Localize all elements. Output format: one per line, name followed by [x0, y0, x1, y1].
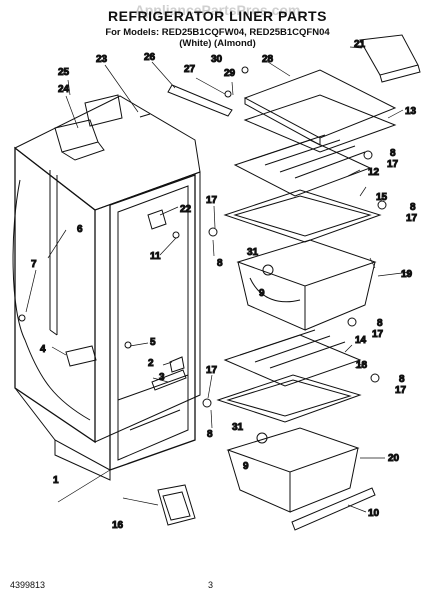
- callout-30: 30: [211, 54, 223, 65]
- callout-3: 3: [159, 372, 165, 383]
- document-code: 4399813: [10, 580, 46, 590]
- callout-15: 15: [376, 192, 388, 203]
- callout-7: 7: [31, 259, 37, 270]
- callout-8b: 8: [410, 202, 416, 213]
- callout-28: 28: [262, 54, 274, 65]
- callout-8c: 8: [217, 258, 223, 269]
- callout-5: 5: [150, 337, 156, 348]
- callout-29: 29: [224, 68, 236, 79]
- liner-cabinet: [12, 95, 201, 481]
- callout-14: 14: [355, 335, 367, 346]
- callout-31a: 31: [247, 247, 259, 258]
- callout-11: 11: [150, 251, 161, 262]
- callout-4: 4: [40, 344, 46, 355]
- callout-17f: 17: [206, 365, 218, 376]
- callout-20: 20: [388, 453, 400, 464]
- callout-1: 1: [53, 475, 59, 486]
- callout-10: 10: [368, 508, 380, 519]
- callout-8e: 8: [399, 374, 405, 385]
- callout-9b: 9: [243, 461, 249, 472]
- callout-17b: 17: [406, 213, 418, 224]
- callout-23: 23: [96, 54, 108, 65]
- trim-strip-10: [291, 487, 376, 531]
- callout-31b: 31: [232, 422, 244, 433]
- callout-18: 18: [356, 360, 368, 371]
- callout-2: 2: [148, 358, 154, 369]
- page-title: REFRIGERATOR LINER PARTS: [108, 8, 327, 24]
- callout-27: 27: [184, 64, 196, 75]
- crisper-cover-top: [243, 34, 421, 146]
- callout-25: 25: [58, 67, 70, 78]
- models-line: For Models: RED25B1CQFW04, RED25B1CQFN04: [105, 27, 330, 38]
- callout-9a: 9: [259, 288, 265, 299]
- colors-line: (White) (Almond): [179, 38, 256, 49]
- callout-26: 26: [144, 52, 156, 63]
- callout-17e: 17: [395, 385, 407, 396]
- crisper-frame-15: [208, 189, 387, 243]
- callout-24: 24: [58, 84, 70, 95]
- callout-22: 22: [180, 204, 192, 215]
- callout-17c: 17: [206, 195, 218, 206]
- watermark-text: AppliancePartsPros.com: [134, 2, 301, 18]
- bracket-16: [157, 484, 196, 526]
- callout-13: 13: [405, 106, 417, 117]
- callout-21: 21: [354, 39, 366, 50]
- callout-8f: 8: [207, 429, 213, 440]
- callout-8a: 8: [390, 148, 396, 159]
- callout-12: 12: [368, 167, 380, 178]
- callout-6: 6: [77, 224, 83, 235]
- callout-19: 19: [401, 269, 413, 280]
- small-parts: [18, 209, 274, 444]
- callout-17a: 17: [387, 159, 399, 170]
- shelf-13: [243, 94, 397, 153]
- shelf-12: [233, 134, 373, 197]
- control-housing: [54, 94, 151, 161]
- crisper-frame-18: [202, 373, 380, 423]
- callout-17d: 17: [372, 329, 384, 340]
- page-number: 3: [208, 580, 214, 590]
- crisper-drawer-19: [236, 239, 377, 331]
- crisper-drawer-20: [226, 427, 360, 513]
- callout-8d: 8: [377, 318, 383, 329]
- shelf-14: [223, 317, 362, 387]
- leader-lines: [25, 46, 411, 513]
- upper-rail: [167, 66, 249, 117]
- callout-16: 16: [112, 520, 124, 531]
